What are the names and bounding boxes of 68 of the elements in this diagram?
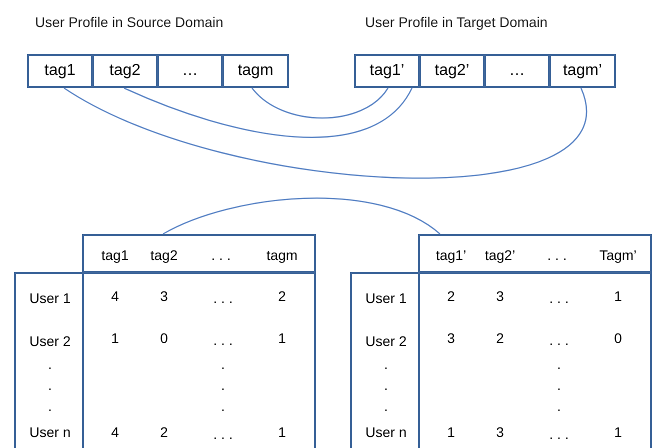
cell-value: 1 <box>278 425 286 439</box>
connector-curve <box>124 87 413 138</box>
cell-value: . <box>221 378 225 392</box>
connector-curve <box>162 198 440 235</box>
cell-value: . . . <box>549 333 569 347</box>
row-header: . <box>384 357 388 371</box>
column-header: tagm <box>266 248 298 262</box>
cell-value: 1 <box>614 289 622 303</box>
section-title: User Profile in Target Domain <box>365 15 548 29</box>
tag-cell: tag2 <box>92 54 158 88</box>
cell-value: . . . <box>549 291 569 305</box>
column-header-box <box>418 234 652 273</box>
cell-value: 3 <box>496 425 504 439</box>
cell-value: . . . <box>213 427 233 441</box>
cell-value: 1 <box>111 331 119 345</box>
matrix-panel <box>14 272 316 448</box>
cell-value: . <box>557 399 561 413</box>
column-header: tag2 <box>150 248 178 262</box>
tag-cell: tag2’ <box>419 54 485 88</box>
cell-value: 1 <box>447 425 455 439</box>
column-header: . . . <box>211 248 231 262</box>
row-header: . <box>48 378 52 392</box>
cell-value: 2 <box>447 289 455 303</box>
row-header: User n <box>365 425 407 439</box>
tag-cell: tagm <box>222 54 289 88</box>
cell-value: . . . <box>213 291 233 305</box>
tag-cell: … <box>157 54 223 88</box>
cell-value: 2 <box>278 289 286 303</box>
connector-curve <box>252 88 389 119</box>
row-header: User 2 <box>365 334 407 348</box>
row-header: User 1 <box>29 291 71 305</box>
cell-value: 3 <box>447 331 455 345</box>
row-header: User n <box>29 425 71 439</box>
row-header: . <box>384 399 388 413</box>
row-header: . <box>384 378 388 392</box>
row-header: User 1 <box>365 291 407 305</box>
tag-cell: … <box>484 54 550 88</box>
cell-value: . <box>221 399 225 413</box>
cell-value: . . . <box>213 333 233 347</box>
tag-cell: tagm’ <box>549 54 616 88</box>
cell-value: 4 <box>111 289 119 303</box>
cell-value: . <box>557 357 561 371</box>
cell-value: 0 <box>614 331 622 345</box>
cell-value: 2 <box>496 331 504 345</box>
tag-cell: tag1 <box>27 54 93 88</box>
cell-value: . <box>221 357 225 371</box>
column-header-box <box>82 234 316 273</box>
row-header: . <box>48 357 52 371</box>
cell-value: 1 <box>614 425 622 439</box>
cell-value: 2 <box>160 425 168 439</box>
row-header: . <box>48 399 52 413</box>
matrix-panel <box>350 272 652 448</box>
cell-value: 1 <box>278 331 286 345</box>
column-header: tag1’ <box>436 248 466 262</box>
connector-curve <box>64 87 586 179</box>
tag-cell: tag1’ <box>354 54 420 88</box>
column-header: tag1 <box>101 248 129 262</box>
row-header: User 2 <box>29 334 71 348</box>
cell-value: 0 <box>160 331 168 345</box>
column-header: Tagm’ <box>599 248 637 262</box>
cell-value: . . . <box>549 427 569 441</box>
cell-value: 4 <box>111 425 119 439</box>
section-title: User Profile in Source Domain <box>35 15 224 29</box>
cell-value: 3 <box>160 289 168 303</box>
column-header: tag2’ <box>484 248 516 262</box>
cell-value: . <box>557 378 561 392</box>
column-header: . . . <box>547 248 567 262</box>
cell-value: 3 <box>496 289 504 303</box>
